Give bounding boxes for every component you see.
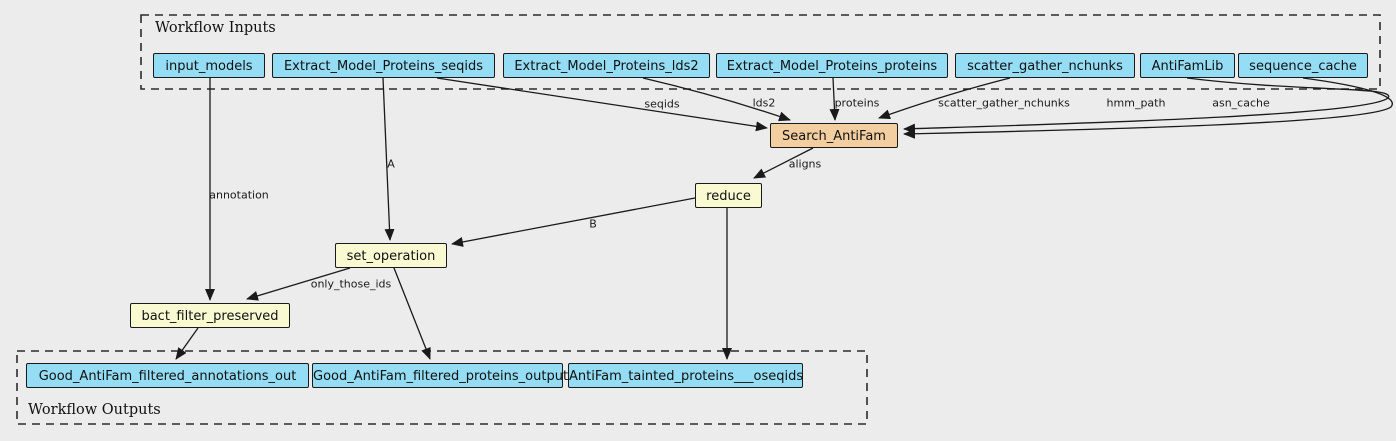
input-node-sequence-cache[interactable]: sequence_cache [1238,53,1368,78]
edge-label-hmm-path: hmm_path [1106,96,1166,110]
edge-proteins [829,77,840,121]
input-node-extract-model-proteins-lds2[interactable]: Extract_Model_Proteins_lds2 [503,53,710,78]
input-node-scatter-gather-nchunks[interactable]: scatter_gather_nchunks [955,53,1135,78]
workflow-outputs-label: Workflow Outputs [28,402,161,418]
edge-label-aligns: aligns [788,157,822,171]
edge-a [382,77,395,241]
edge-label-b: B [589,217,597,231]
edge-label-lds2: lds2 [752,96,776,110]
workflow-inputs-cluster-border [140,14,1381,90]
edge-label-seqids: seqids [644,97,680,111]
input-node-extract-model-proteins-proteins[interactable]: Extract_Model_Proteins_proteins [716,53,948,78]
output-node-good-antifam-filtered-annotations-out[interactable]: Good_AntiFam_filtered_annotations_out [26,363,309,388]
edge-label-scatter-gather-nchunks: scatter_gather_nchunks [938,96,1070,110]
step-node-reduce[interactable]: reduce [695,183,762,208]
step-node-bact-filter-preserved[interactable]: bact_filter_preserved [130,303,290,328]
workflow-inputs-label: Workflow Inputs [155,20,276,36]
step-node-search-antifam[interactable]: Search_AntiFam [770,123,898,148]
output-node-good-antifam-filtered-proteins-output[interactable]: Good_AntiFam_filtered_proteins_output [312,363,568,388]
edge-only-those-ids [246,267,351,301]
edge-bact-to-annotations-out [175,327,199,360]
edge-label-a: A [387,157,395,171]
edge-seqids [436,77,768,132]
edge-aligns [753,147,814,179]
edge-hmm-path [903,77,1390,134]
input-node-antifamlib[interactable]: AntiFamLib [1140,53,1235,78]
edge-b [451,197,696,247]
edge-label-asn-cache: asn_cache [1212,96,1270,110]
edge-label-only-those-ids: only_those_ids [310,277,392,291]
input-node-extract-model-proteins-seqids[interactable]: Extract_Model_Proteins_seqids [272,53,495,78]
edge-asn-cache [903,77,1393,139]
workflow-outputs-cluster-border [16,350,868,425]
edge-lds2 [642,77,791,122]
edge-scatter-gather-nchunks [878,77,1011,120]
edge-setop-to-proteins-output [393,267,431,360]
edge-label-annotation: annotation [209,188,269,202]
input-node-input-models[interactable]: input_models [153,53,265,78]
output-node-antifam-tainted-proteins-oseqids[interactable]: AntiFam_tainted_proteins___oseqids [568,363,803,388]
step-node-set-operation[interactable]: set_operation [335,243,447,268]
edge-label-proteins: proteins [834,96,880,110]
